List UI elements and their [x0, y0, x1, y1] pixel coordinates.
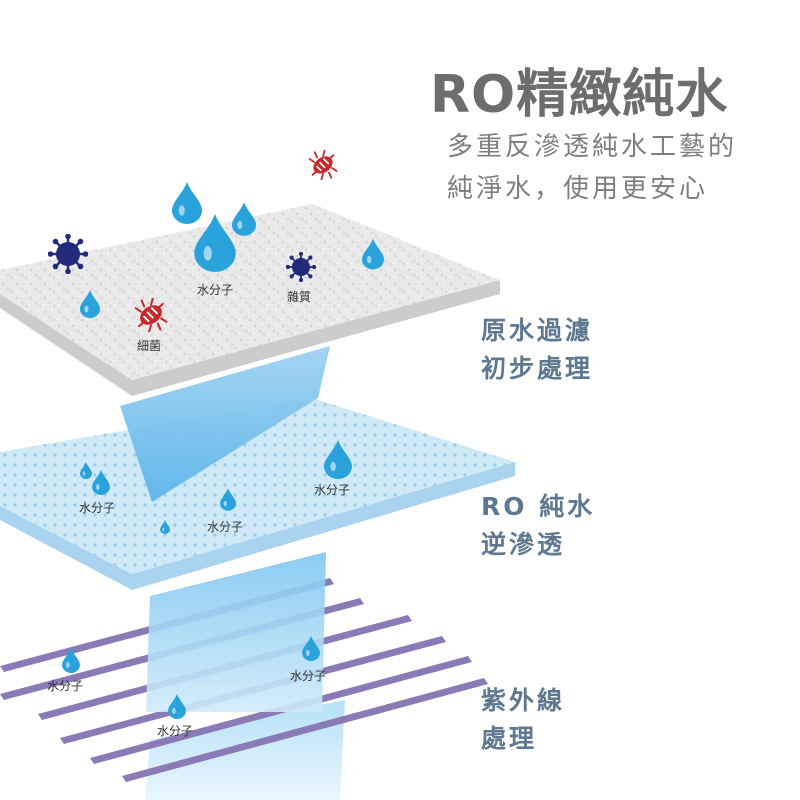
water-molecule-label: 水分子	[314, 483, 351, 497]
subtitle-line-1: 多重反滲透純水工藝的	[447, 132, 738, 162]
impurity-icon	[286, 252, 316, 282]
step-ro-osmosis: RO 純水 逆滲透	[481, 488, 595, 564]
water-molecule-label: 水分子	[47, 679, 84, 693]
step-2-line-2: 逆滲透	[481, 530, 566, 559]
water-molecule-label: 水分子	[207, 520, 244, 534]
bacteria-label: 細菌	[137, 339, 162, 353]
water-molecule-label: 水分子	[157, 724, 194, 738]
impurity-icon	[48, 234, 88, 274]
page-title: RO精緻純水	[430, 65, 729, 125]
water-molecule-label: 水分子	[79, 501, 116, 515]
ro-membrane-layer	[0, 398, 515, 590]
water-beam-bottom	[145, 700, 345, 800]
impurity-label: 雜質	[287, 290, 312, 304]
step-1-line-1: 原水過濾	[481, 316, 594, 345]
step-3-line-1: 紫外線	[481, 686, 566, 715]
water-beam-top	[120, 346, 330, 502]
water-beam-middle	[146, 552, 326, 712]
step-uv-treatment: 紫外線 處理	[481, 682, 565, 758]
bacteria-icon	[308, 150, 338, 180]
step-1-line-2: 初步處理	[481, 354, 594, 383]
water-drop-icon	[172, 182, 202, 224]
subtitle: 多重反滲透純水工藝的 純淨水，使用更安心	[447, 126, 737, 210]
step-2-line-1: RO 純水	[481, 492, 596, 521]
water-molecule-label: 水分子	[197, 283, 234, 297]
subtitle-line-2: 純淨水，使用更安心	[447, 174, 709, 204]
water-molecule-label: 水分子	[290, 669, 327, 683]
water-drop-icon	[232, 202, 256, 236]
step-3-line-2: 處理	[481, 724, 538, 753]
step-raw-filtration: 原水過濾 初步處理	[481, 312, 593, 388]
